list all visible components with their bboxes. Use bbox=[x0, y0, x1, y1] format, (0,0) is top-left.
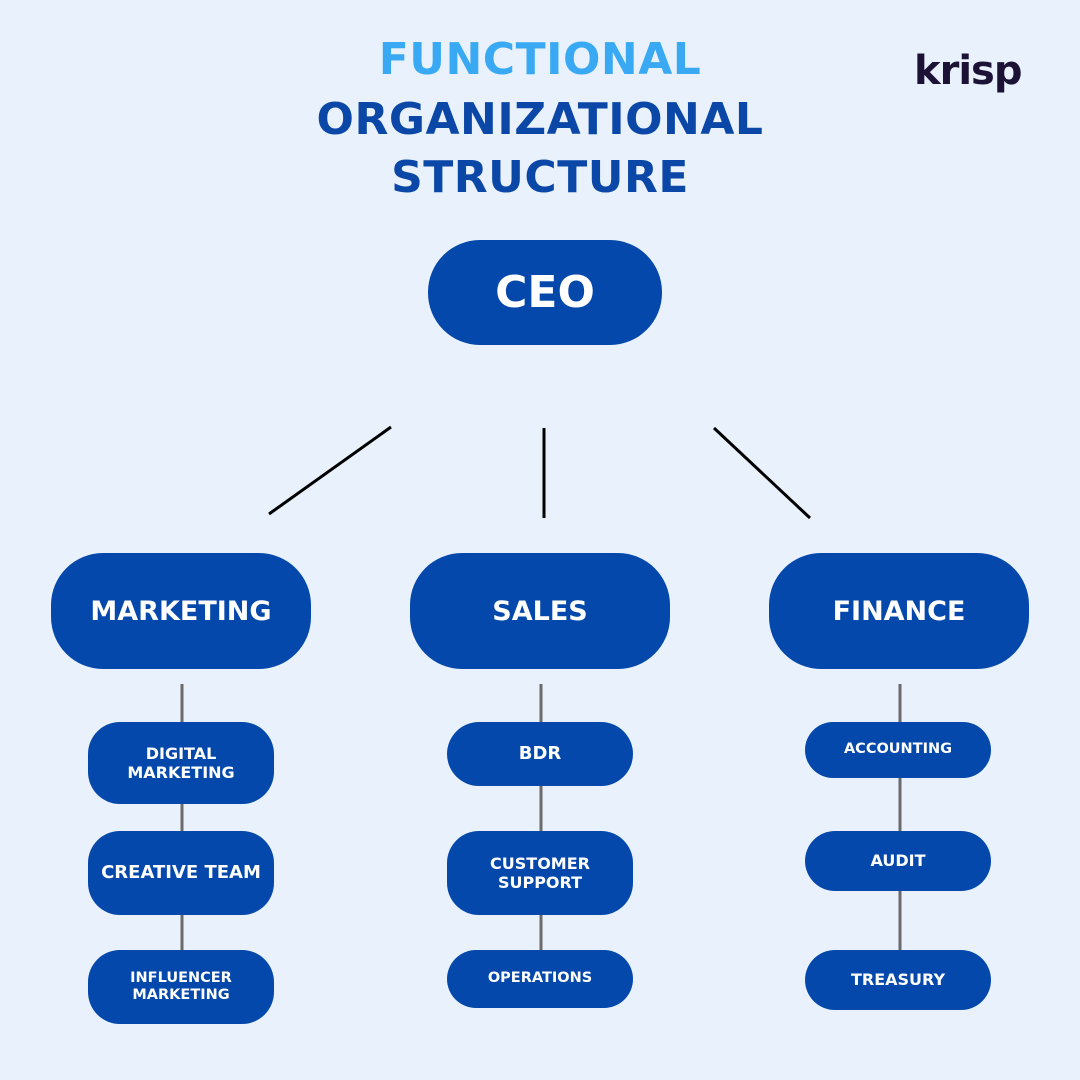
team-digital-marketing: DIGITAL MARKETING bbox=[88, 722, 274, 804]
ceo-node: CEO bbox=[428, 240, 662, 345]
department-marketing: MARKETING bbox=[51, 553, 311, 669]
krisp-logo: krisp bbox=[914, 48, 1022, 94]
team-accounting: ACCOUNTING bbox=[805, 722, 991, 778]
title-line-3: STRUCTURE bbox=[391, 152, 689, 203]
team-treasury: TREASURY bbox=[805, 950, 991, 1010]
title-line-2: ORGANIZATIONAL bbox=[316, 94, 764, 145]
team-operations: OPERATIONS bbox=[447, 950, 633, 1008]
connector-ceo-marketing bbox=[268, 425, 392, 516]
team-influencer-marketing: INFLUENCER MARKETING bbox=[88, 950, 274, 1024]
department-sales: SALES bbox=[410, 553, 670, 669]
team-audit: AUDIT bbox=[805, 831, 991, 891]
team-bdr: BDR bbox=[447, 722, 633, 786]
team-customer-support: CUSTOMER SUPPORT bbox=[447, 831, 633, 915]
title-line-1: FUNCTIONAL bbox=[378, 34, 702, 85]
connector-ceo-finance bbox=[712, 426, 812, 520]
department-finance: FINANCE bbox=[769, 553, 1029, 669]
team-creative-team: CREATIVE TEAM bbox=[88, 831, 274, 915]
